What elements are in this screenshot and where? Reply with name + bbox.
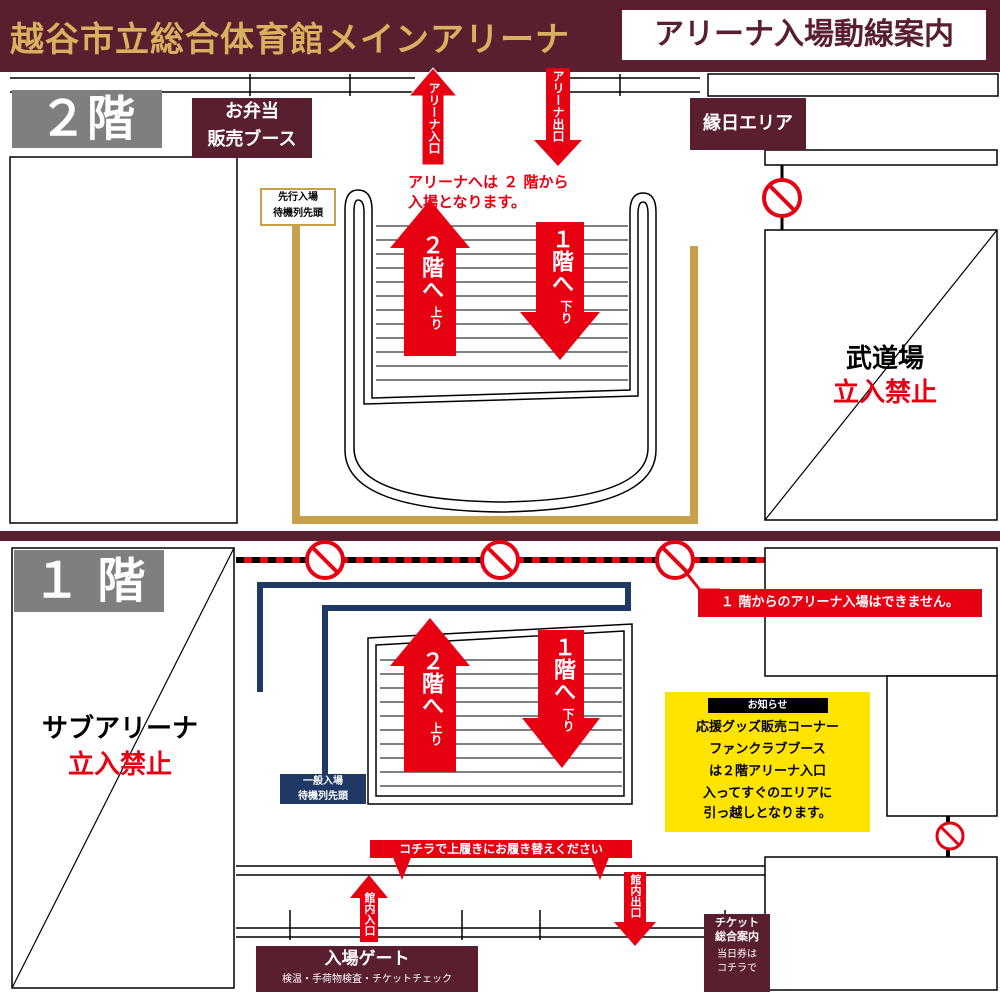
floor-separator bbox=[0, 531, 1000, 541]
ticket-info-detail-1: 当日券は bbox=[717, 949, 757, 960]
no-entry-icon-barrier-1 bbox=[305, 540, 345, 580]
entry-gate-title: 入場ゲート bbox=[324, 949, 410, 969]
arena-entrance-label: アリーナ入口 bbox=[427, 82, 441, 154]
budojo-name: 武道場 bbox=[845, 344, 924, 374]
entry-gate-box: 入場ゲート 検温・手荷物検査・チケットチェック bbox=[256, 946, 478, 992]
entrance-corridor bbox=[236, 865, 765, 940]
arena-entry-note-line1: アリーナへは ２ 階から bbox=[408, 173, 569, 191]
arena-exit-label: アリーナ出口 bbox=[551, 70, 565, 142]
floor1-no-entry-note: １ 階からのアリーナ入場はできません。 bbox=[698, 589, 982, 617]
floor1-up-sublabel: 上り bbox=[429, 722, 443, 746]
shoe-change-pointer-left bbox=[392, 855, 412, 880]
arena-exit-down-arrow-icon bbox=[534, 68, 582, 166]
notice-line-1: 応援グッズ販売コーナー bbox=[695, 720, 839, 735]
floor2-left-room bbox=[9, 156, 238, 524]
hall-exit-down-arrow-icon bbox=[614, 872, 656, 946]
general-queue-line1: 一般入場 bbox=[303, 776, 343, 787]
floor2-down-label: １階へ bbox=[548, 228, 573, 294]
general-queue-label: 一般入場 待機列先頭 bbox=[280, 774, 366, 804]
ticket-info-title-2: 総合案内 bbox=[715, 930, 759, 943]
floor1-up-label: ２階へ bbox=[418, 650, 443, 716]
no-entry-icon-budojo bbox=[762, 178, 802, 218]
floor2-up-arrow-icon bbox=[390, 200, 470, 356]
general-queue-line2: 待機列先頭 bbox=[298, 791, 348, 802]
floor1-up-arrow-icon bbox=[390, 618, 470, 772]
bento-booth-label: お弁当 販売ブース bbox=[192, 98, 312, 158]
general-queue-line bbox=[257, 582, 631, 780]
ennichi-area-label: 縁日エリア bbox=[690, 98, 806, 150]
sub-arena-status: 立入禁止 bbox=[67, 750, 172, 780]
floor2-up-label: ２階へ bbox=[418, 234, 443, 300]
bento-booth-line2: 販売ブース bbox=[207, 129, 297, 150]
floor1-down-arrow-icon bbox=[522, 630, 600, 768]
arena-entrance-up-arrow-icon bbox=[407, 67, 459, 166]
page-subtitle: アリーナ入場動線案内 bbox=[622, 10, 986, 60]
floor1-badge: １ 階 bbox=[14, 550, 164, 612]
notice-box: お知らせ 応援グッズ販売コーナー ファンクラブブース は２階アリーナ入口 入って… bbox=[665, 692, 870, 832]
hall-entrance-label: 館内入口 bbox=[363, 892, 376, 936]
priority-queue-label: 先行入場 待機列先頭 bbox=[260, 188, 336, 226]
arena-entry-note: アリーナへは ２ 階から 入場となります。 bbox=[408, 172, 608, 212]
floor2-down-sublabel: 下り bbox=[559, 300, 573, 324]
floor1-down-sublabel: 下り bbox=[561, 708, 575, 732]
floor2-stair bbox=[344, 189, 657, 513]
notice-line-2: ファンクラブブース bbox=[709, 742, 826, 757]
floor1-right-room-mid bbox=[886, 675, 998, 817]
floor2-down-arrow-icon bbox=[520, 222, 600, 360]
floor2-up-sublabel: 上り bbox=[429, 306, 443, 330]
no-entry-icon-right-door bbox=[935, 821, 965, 851]
entry-gate-detail: 検温・手荷物検査・チケットチェック bbox=[282, 974, 452, 985]
sub-arena-name: サブアリーナ bbox=[41, 714, 198, 744]
notice-heading: お知らせ bbox=[707, 698, 828, 713]
notice-line-3: は２階アリーナ入口 bbox=[708, 764, 826, 779]
ticket-info-box: チケット 総合案内 当日券は コチラで bbox=[704, 914, 770, 992]
ticket-info-detail-2: コチラで bbox=[717, 963, 757, 974]
floor2-badge: ２階 bbox=[12, 90, 162, 148]
shoe-change-pointer-right bbox=[590, 855, 610, 880]
priority-queue-line bbox=[292, 222, 698, 524]
floor1-right-room-bottom bbox=[764, 856, 998, 991]
budojo-status: 立入禁止 bbox=[832, 378, 937, 408]
hall-entrance-up-arrow-icon bbox=[350, 875, 388, 942]
no-entry-icon-barrier-2 bbox=[480, 540, 520, 580]
notice-line-5: 引っ越しとなります。 bbox=[703, 806, 832, 821]
bento-booth-line1: お弁当 bbox=[225, 101, 279, 122]
notice-line-4: 入ってすぐのエリアに bbox=[702, 786, 833, 801]
floor2-top-wall bbox=[10, 73, 999, 97]
budojo-door bbox=[764, 149, 998, 166]
arena-entry-note-line2: 入場となります。 bbox=[408, 193, 527, 211]
shoe-change-banner: コチラで上履きにお履き替えください bbox=[370, 840, 632, 858]
ticket-info-title-1: チケット bbox=[715, 916, 759, 929]
floor1-down-label: １階へ bbox=[550, 636, 575, 702]
priority-queue-line1: 先行入場 bbox=[278, 192, 318, 203]
no-entry-icon-barrier-3 bbox=[655, 540, 695, 580]
hall-exit-label: 館内出口 bbox=[629, 874, 642, 918]
page-title: 越谷市立総合体育館メインアリーナ bbox=[10, 20, 570, 60]
priority-queue-line2: 待機列先頭 bbox=[273, 208, 323, 219]
